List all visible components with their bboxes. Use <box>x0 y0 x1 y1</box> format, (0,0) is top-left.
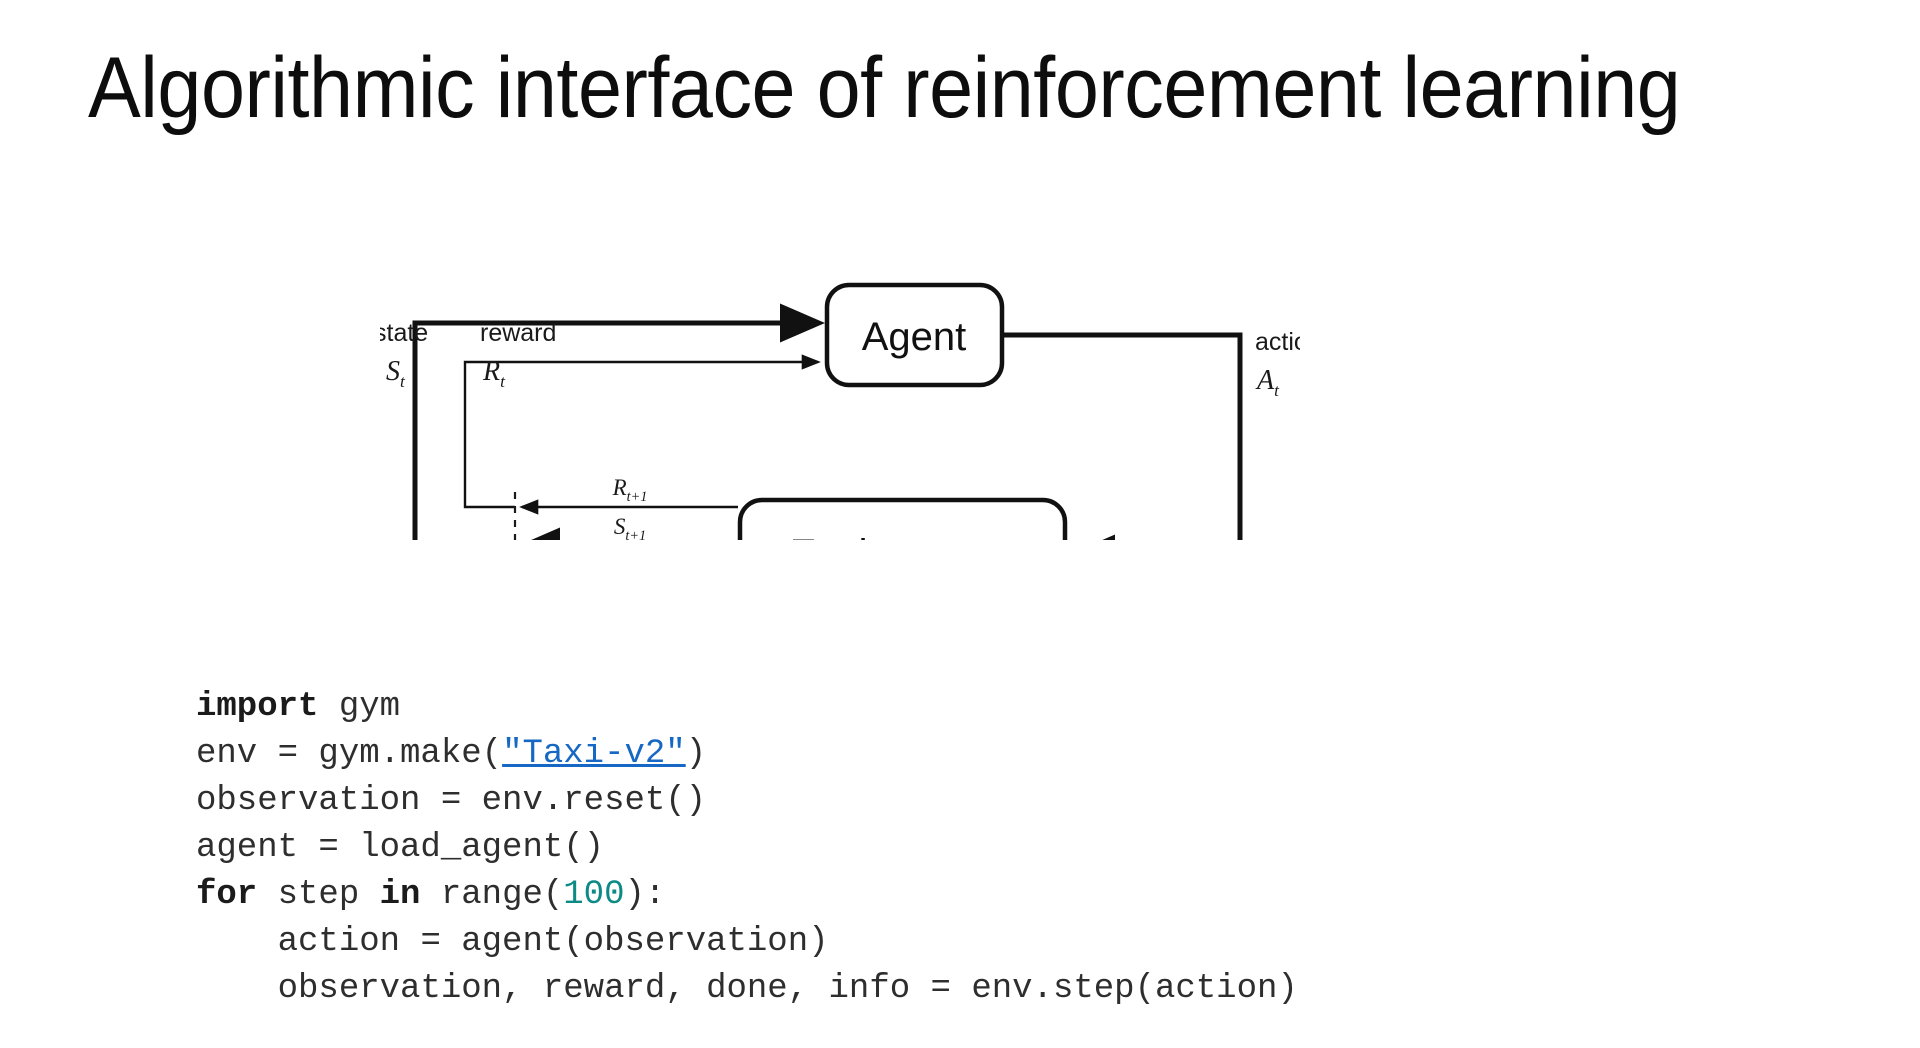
code-text: range( <box>420 876 564 914</box>
code-text: env = gym.make( <box>196 735 503 773</box>
code-text: action = agent(observation) <box>277 923 829 961</box>
environment-box-label: Environment <box>790 532 1015 540</box>
code-text: gym <box>318 688 401 726</box>
diagram-edge-reward: reward Rt <box>463 319 821 509</box>
diagram-edge-reward-next: Rt+1 <box>519 475 738 515</box>
code-keyword: in <box>379 876 421 914</box>
code-text: observation, reward, done, info = env.st… <box>277 970 1298 1008</box>
code-line: action = agent(observation) <box>196 919 1298 966</box>
agent-box-label: Agent <box>862 315 967 359</box>
reward-label-word: reward <box>480 319 556 347</box>
code-env-id-link[interactable]: "Taxi-v2" <box>502 735 686 773</box>
code-line: observation = env.reset() <box>196 778 1298 825</box>
code-indent <box>196 923 278 961</box>
reward-label-symbol: Rt <box>482 356 506 391</box>
environment-box <box>737 497 1068 540</box>
rl-loop-diagram: Agent Environment state St reward Rt act… <box>380 210 1300 540</box>
code-text: observation = env.reset() <box>196 782 707 820</box>
code-line: import gym <box>196 684 1298 731</box>
diagram-node-environment: Environment <box>737 497 1068 540</box>
action-label-word: action <box>1255 328 1300 356</box>
code-indent <box>196 970 278 1008</box>
state-label-word: state <box>380 319 428 347</box>
diagram-edge-action: action At <box>1002 328 1300 540</box>
reward-next-label: Rt+1 <box>612 475 648 505</box>
code-keyword: for <box>196 876 258 914</box>
code-text: step <box>257 876 380 914</box>
code-line: agent = load_agent() <box>196 825 1298 872</box>
diagram-edge-state-next: St+1 <box>514 514 646 540</box>
code-line: observation, reward, done, info = env.st… <box>196 966 1298 1013</box>
action-arrow <box>1002 332 1243 540</box>
code-text: agent = load_agent() <box>196 829 605 867</box>
reward-arrow <box>463 354 821 509</box>
diagram-edge-state: state St <box>380 303 826 540</box>
code-number: 100 <box>563 876 625 914</box>
code-line: env = gym.make("Taxi-v2") <box>196 731 1298 778</box>
action-label-symbol: At <box>1255 365 1280 400</box>
state-label-symbol: St <box>386 356 406 391</box>
code-keyword: import <box>196 688 319 726</box>
code-line: for step in range(100): <box>196 872 1298 919</box>
state-arrow <box>412 303 826 540</box>
page-title: Algorithmic interface of reinforcement l… <box>88 40 1681 136</box>
diagram-node-agent: Agent <box>824 282 1005 388</box>
state-next-label: St+1 <box>614 514 646 540</box>
code-text: ): <box>624 876 666 914</box>
code-text: ) <box>685 735 707 773</box>
